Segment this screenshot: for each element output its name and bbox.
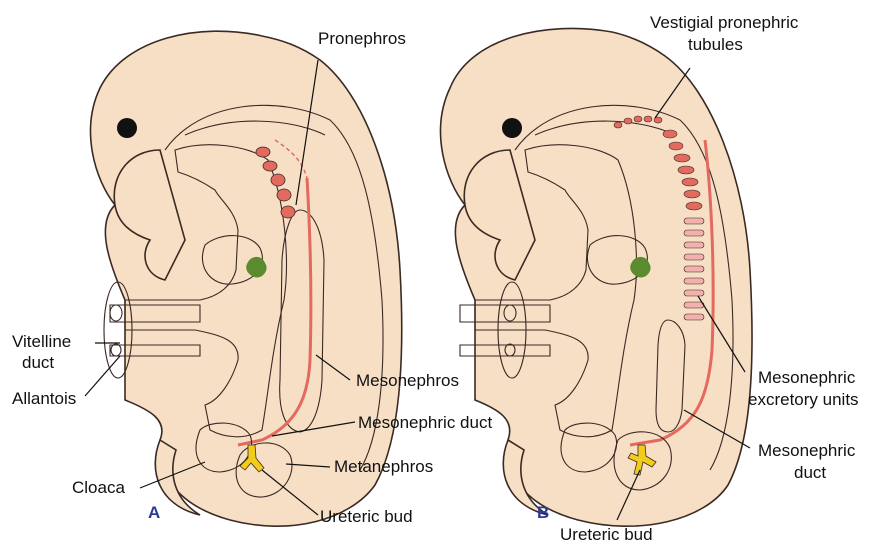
panel-letter-a: A [148,503,160,522]
label-cloaca: Cloaca [72,478,125,497]
label-allantois: Allantois [12,389,76,408]
panel-a [91,31,402,526]
label-mesonephric-duct-a: Mesonephric duct [358,413,492,432]
label-mesonephros: Mesonephros [356,371,459,390]
eye-a [117,118,137,138]
label-metanephros: Metanephros [334,457,433,476]
embryo-body-a [91,31,402,526]
label-mesonephric-duct-b-line2: duct [794,463,826,482]
mesonephric-tubule-ladder-b [684,218,704,320]
label-pronephros: Pronephros [318,29,406,48]
label-ureteric-bud-a: Ureteric bud [320,507,413,526]
label-mesonephric-excretory-line2: excretory units [748,390,859,409]
panel-letter-b: B [537,503,549,522]
eye-b [502,118,522,138]
label-mesonephric-excretory-line1: Mesonephric [758,368,856,387]
label-vestigial-pronephric-line2: tubules [688,35,743,54]
label-ureteric-bud-b: Ureteric bud [560,525,653,544]
label-vitelline-duct-line2: duct [22,353,54,372]
panel-b [441,28,752,526]
stalk-opening-inner2-a [111,344,121,356]
label-vestigial-pronephric-line1: Vestigial pronephric [650,13,799,32]
label-vitelline-duct-line1: Vitelline [12,332,71,351]
label-mesonephric-duct-b-line1: Mesonephric [758,441,856,460]
stalk-opening-inner1-a [110,305,122,321]
